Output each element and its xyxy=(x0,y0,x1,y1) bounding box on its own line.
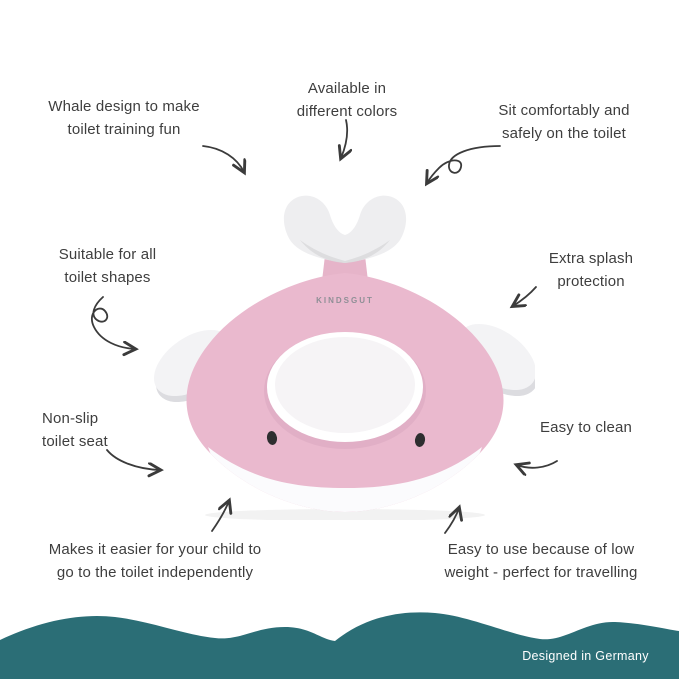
callout-non-slip: Non-slip toilet seat xyxy=(42,410,108,450)
whale-belly xyxy=(208,447,482,512)
arrow-sit-comfortably xyxy=(427,145,501,183)
callout-available-colors: Available in different colors xyxy=(296,80,398,120)
seat-hole xyxy=(264,332,426,449)
arrow-available-colors xyxy=(341,119,347,158)
brand-logo: KINDSGUT xyxy=(316,296,374,305)
callout-easy-clean: Easy to clean xyxy=(539,419,632,436)
callout-independent: Makes it easier for your child to go to … xyxy=(48,541,262,581)
whale-eye-right xyxy=(414,433,426,447)
whale-eye-left xyxy=(266,431,278,445)
callout-travelling: Easy to use because of low weight - perf… xyxy=(444,541,638,581)
callout-sit-comfortably: Sit comfortably and safely on the toilet xyxy=(498,102,630,142)
arrow-toilet-shapes xyxy=(91,296,135,349)
wave-footer xyxy=(0,612,679,679)
callout-whale-design: Whale design to make toilet training fun xyxy=(48,98,200,138)
callout-toilet-shapes: Suitable for all toilet shapes xyxy=(58,246,157,286)
callout-splash-protection: Extra splash protection xyxy=(548,250,634,290)
whale-tail xyxy=(283,195,407,263)
seat-shadow xyxy=(205,509,485,520)
wave-shape xyxy=(0,612,679,679)
arrow-whale-design xyxy=(202,145,244,172)
designed-in-germany-label: Designed in Germany xyxy=(522,649,649,663)
whale-seat-image xyxy=(153,195,535,520)
